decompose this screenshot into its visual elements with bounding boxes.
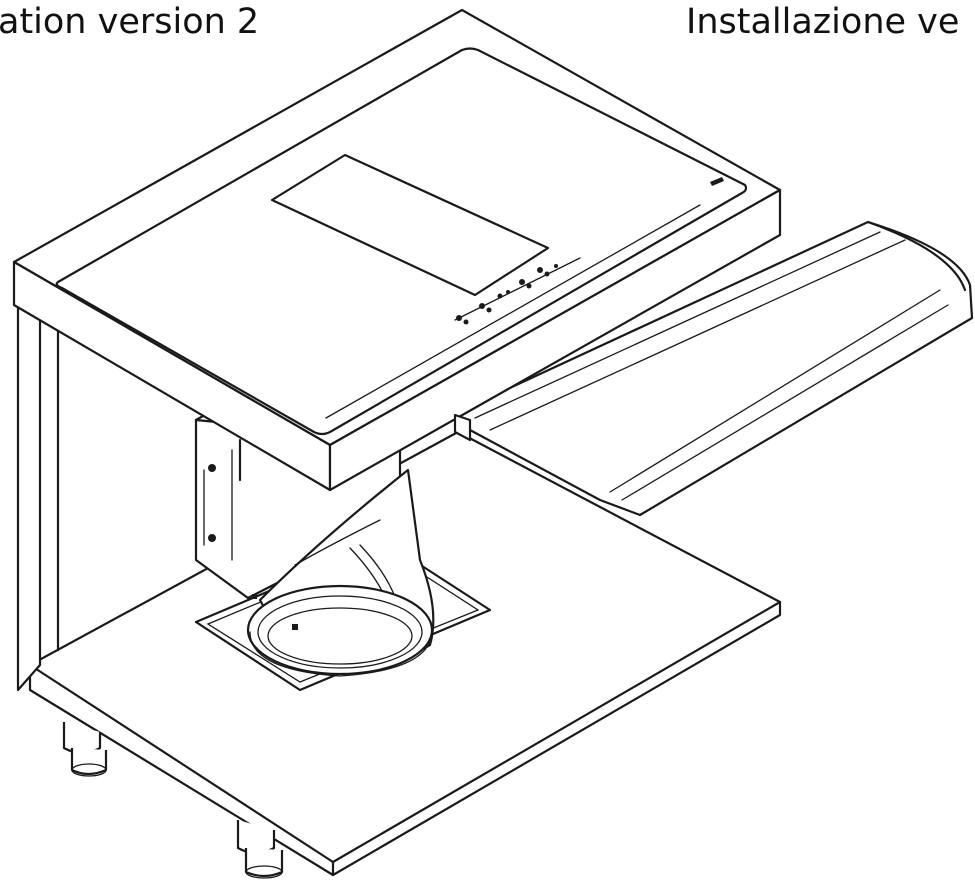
caption-left: ation version 2: [0, 2, 260, 42]
adjustable-feet: [62, 722, 284, 879]
touch-controls: [456, 177, 724, 325]
support-post: [453, 413, 472, 442]
hob-glass: [55, 47, 748, 436]
caption-right: Installazione ve: [686, 2, 960, 42]
side-worktop: [456, 220, 974, 517]
downdraft-vent: [270, 153, 550, 297]
duct-flange: [246, 584, 434, 677]
cabinet-side-panel: [16, 290, 60, 692]
